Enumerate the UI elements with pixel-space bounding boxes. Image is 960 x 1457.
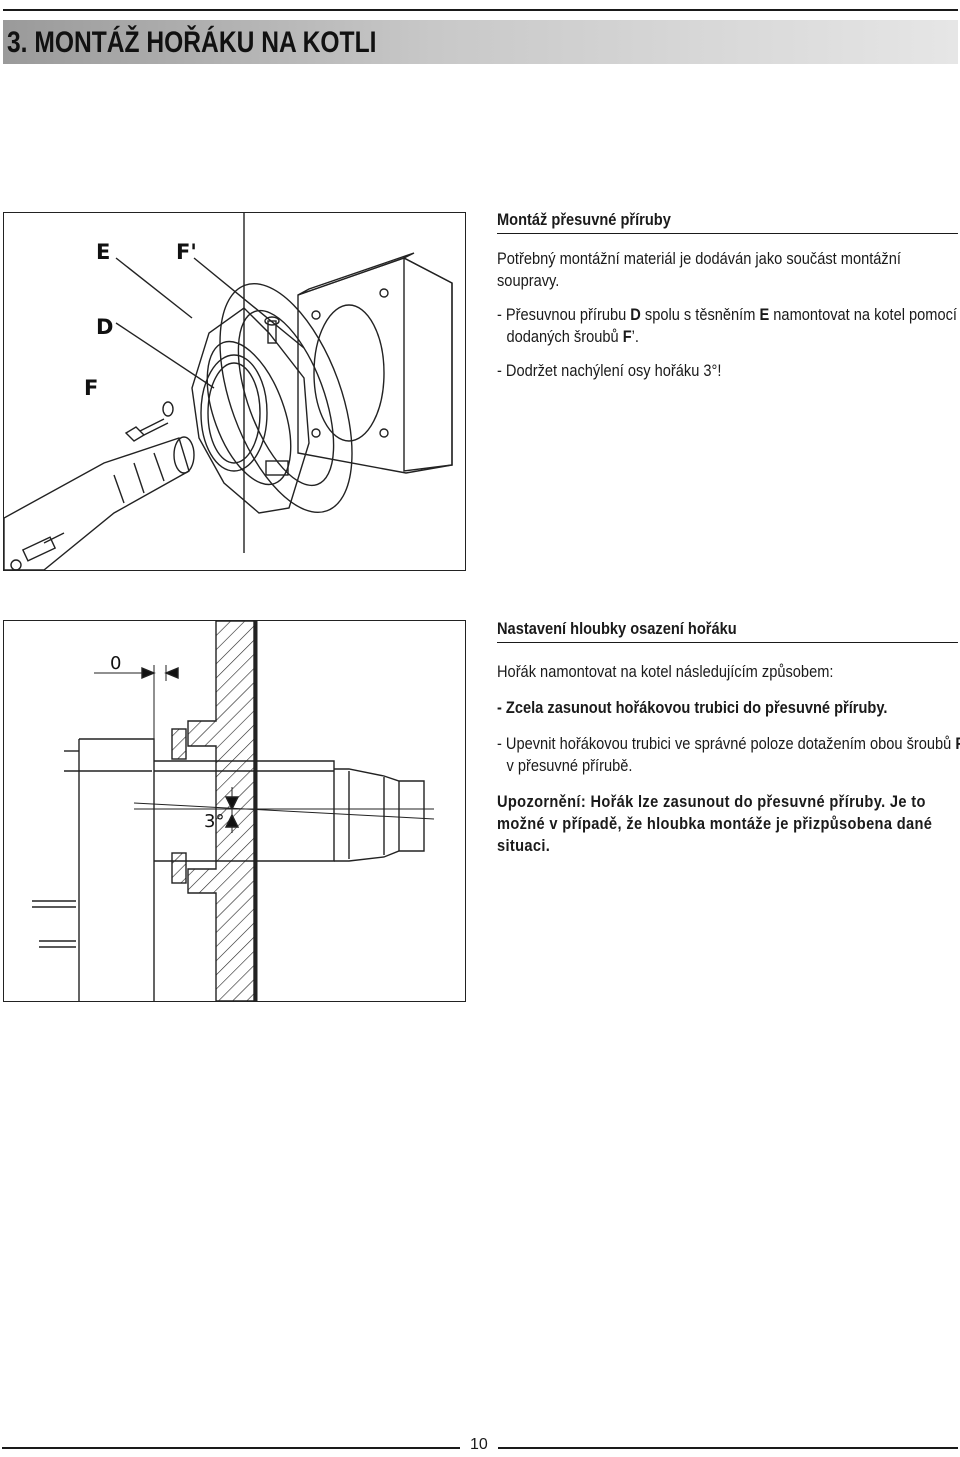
depth-section-drawing [32,621,435,1001]
page-title: 3. MONTÁŽ HOŘÁKU NA KOTLI [7,26,377,59]
label-zero: 0 [110,653,122,674]
label-f: F [84,376,99,400]
section1-p2: - Přesuvnou přírubu D spolu s těsněním E… [497,304,960,348]
section2-p3-t1: - Upevnit hořákovou trubici ve správné p… [497,734,956,753]
section2-p2: - Zcela zasunout hořákovou trubici do př… [497,698,888,717]
label-angle: 3° [204,811,225,832]
section2-heading: Nastavení hloubky osazení hořáku [497,619,958,643]
section1-p2-t3: namontovat na kotel pomocí dodaných šrou… [506,305,957,346]
title-bar: 3. MONTÁŽ HOŘÁKU NA KOTLI [3,20,958,64]
section2-p3: - Upevnit hořákovou trubici ve správné p… [497,733,960,777]
section1-p2-b1: D [630,305,641,324]
section2-p3-t2: v přesuvné přírubě. [506,756,633,775]
section2-p1: Hořák namontovat na kotel následujícím z… [497,662,834,681]
section1-p3: - Dodržet nachýlení osy hořáku 3°! [497,361,722,380]
label-d: D [96,315,114,339]
figure-flange-assembly: E F' D F [3,212,466,571]
flange-assembly-drawing [4,213,453,570]
footer-rule-left [2,1447,460,1449]
section-flange-mounting: Montáž přesuvné příruby Potřebný montážn… [497,210,959,382]
section1-p2-b3: F [622,327,632,346]
footer-rule-right [498,1447,958,1449]
section1-p2-t2: spolu s těsněním [640,305,760,324]
section-depth-setting: Nastavení hloubky osazení hořáku Hořák n… [497,619,960,857]
page-number: 10 [470,1436,488,1453]
section1-p2-b2: E [759,305,770,324]
section2-warning: Upozornění: Hořák lze zasunout do přesuv… [497,792,933,855]
section2-p3-b1: F [955,734,960,753]
label-f-prime: F' [176,240,197,264]
section1-heading: Montáž přesuvné příruby [497,210,958,234]
section1-p2-t4: ’. [631,327,639,346]
top-rule [3,9,958,11]
section1-p1: Potřebný montážní materiál je dodáván ja… [497,249,901,290]
figure-depth-section: 0 3° [3,620,466,1002]
label-e: E [96,240,111,264]
section1-p2-t1: - Přesuvnou přírubu [497,305,631,324]
